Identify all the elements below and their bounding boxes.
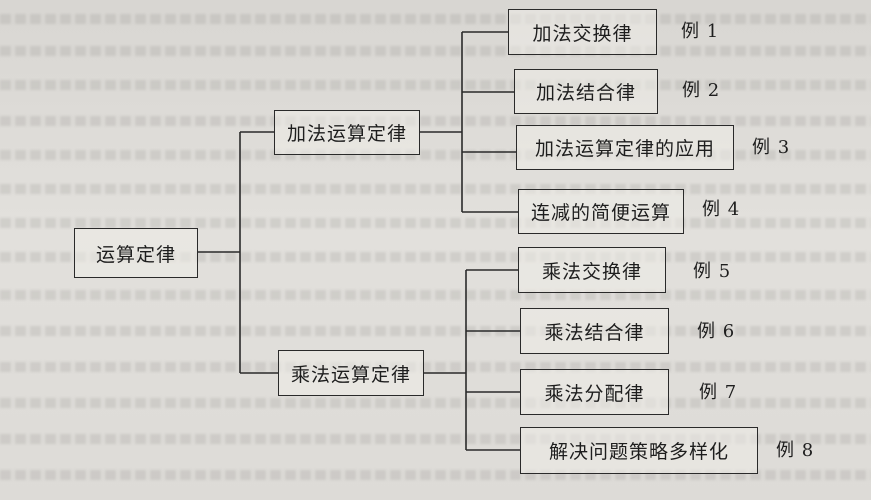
example-label-5: 例 5 xyxy=(693,261,732,282)
node-addition-associative: 加法结合律 xyxy=(514,69,658,114)
node-multiplication-distributive: 乘法分配律 xyxy=(520,369,669,415)
node-addition-commutative: 加法交换律 xyxy=(508,9,657,55)
root-node: 运算定律 xyxy=(74,228,198,278)
example-label-2: 例 2 xyxy=(682,80,721,101)
example-label-8: 例 8 xyxy=(776,440,815,461)
node-addition-laws: 加法运算定律 xyxy=(274,110,420,155)
example-label-7: 例 7 xyxy=(699,382,738,403)
example-label-1: 例 1 xyxy=(681,21,720,42)
node-multiplication-associative: 乘法结合律 xyxy=(520,308,669,354)
node-addition-applications: 加法运算定律的应用 xyxy=(516,125,734,170)
node-problem-solving-strategies: 解决问题策略多样化 xyxy=(520,427,758,474)
example-label-6: 例 6 xyxy=(697,321,736,342)
example-label-3: 例 3 xyxy=(752,137,791,158)
example-label-4: 例 4 xyxy=(702,199,741,220)
node-multiplication-commutative: 乘法交换律 xyxy=(518,247,666,293)
node-continuous-subtraction: 连减的简便运算 xyxy=(518,189,684,234)
node-multiplication-laws: 乘法运算定律 xyxy=(278,350,424,396)
